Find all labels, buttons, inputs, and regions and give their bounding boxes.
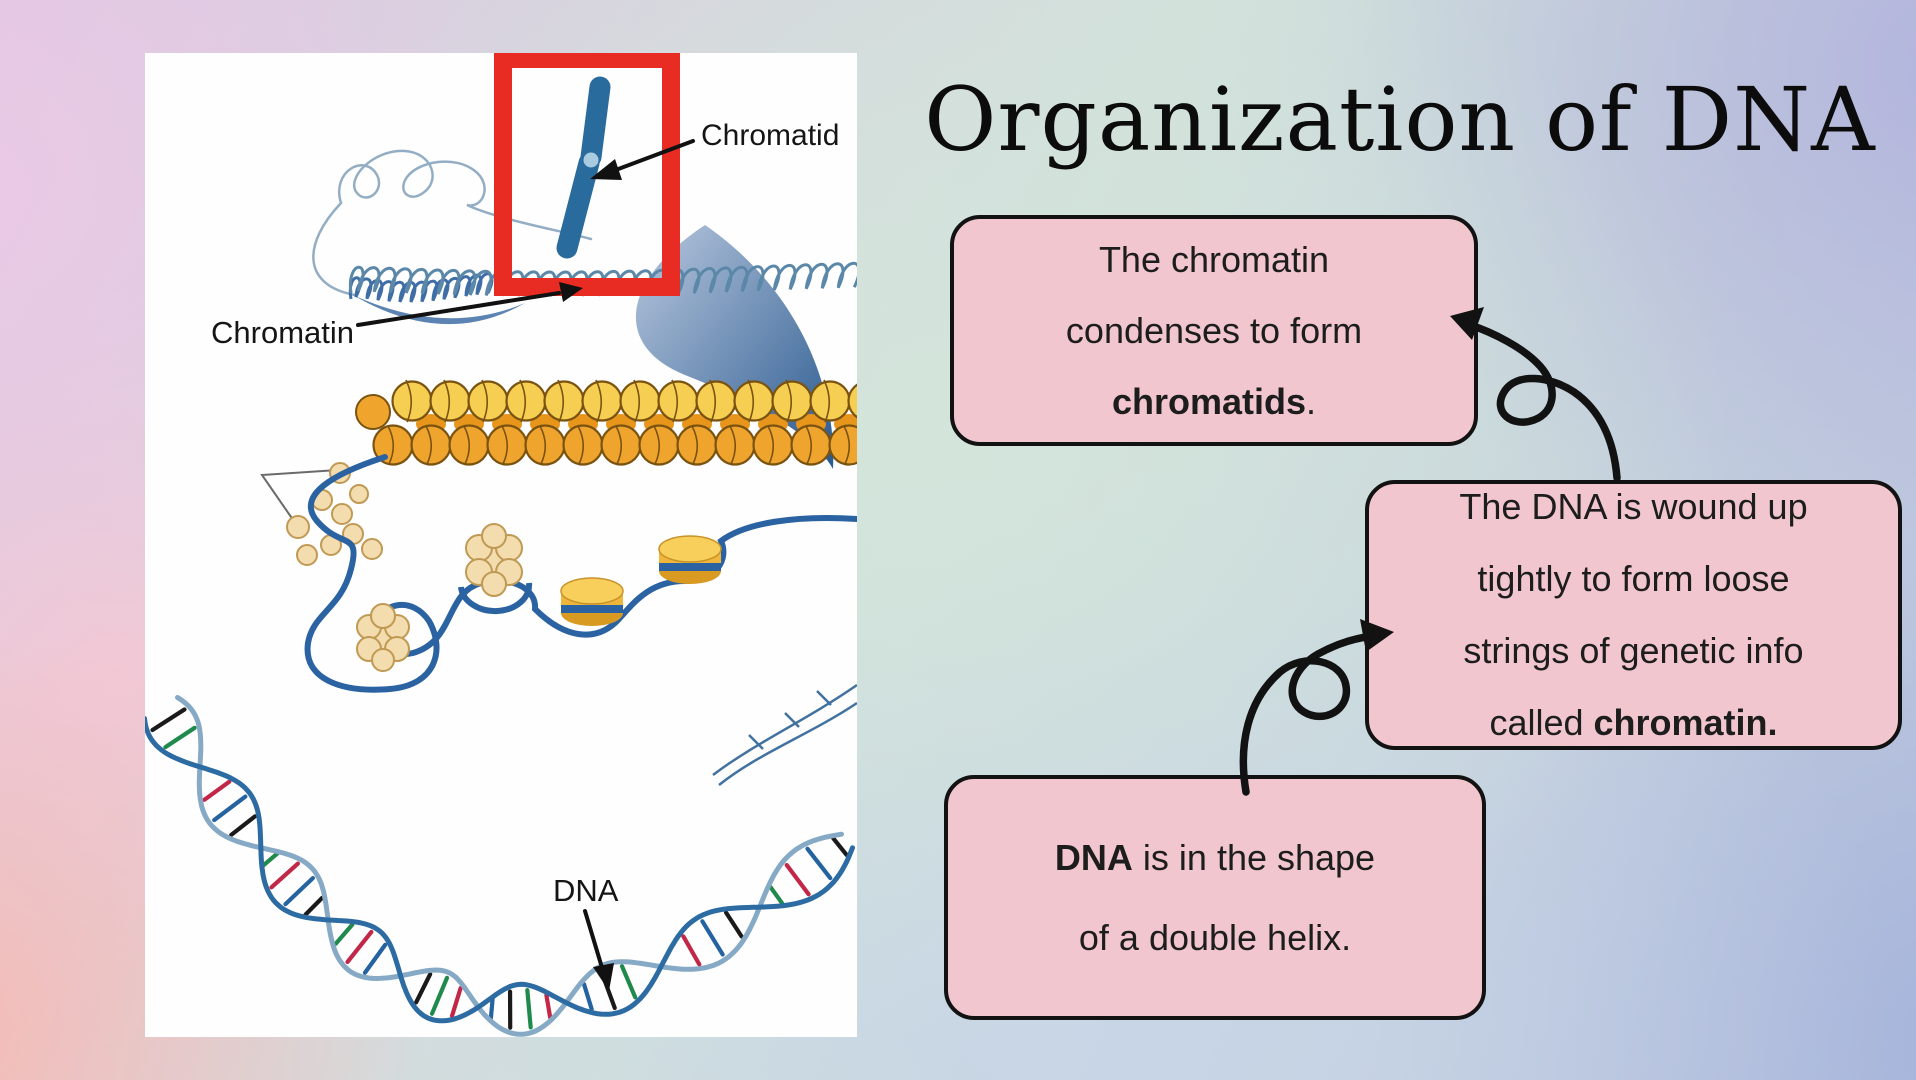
chromatin-arrow xyxy=(356,291,561,327)
chromatin-label: Chromatin xyxy=(211,315,354,350)
illustration-panel: Chromatid Chromatin xyxy=(145,53,857,1037)
nucleosome-fiber xyxy=(355,379,857,466)
nucleosome-disk-2 xyxy=(658,535,722,584)
returning-strand xyxy=(712,683,857,786)
page-title: Organization of DNA xyxy=(924,68,1876,171)
chromatin-shade xyxy=(353,295,525,325)
dna-helix xyxy=(145,695,855,1037)
histone-beads xyxy=(260,462,383,566)
nucleosome-cluster-2 xyxy=(458,523,533,615)
dna-packaging-illustration: Chromatid Chromatin xyxy=(145,53,857,1037)
chromatid-shape xyxy=(556,76,611,259)
nucleosome-cluster-1 xyxy=(356,603,410,672)
chromatid-arrow xyxy=(611,139,695,173)
centromere xyxy=(583,152,599,168)
unwinding-thread xyxy=(312,149,593,297)
dna-arrow xyxy=(583,909,605,973)
nucleosome-disk-1 xyxy=(560,577,624,626)
red-highlight-box xyxy=(494,53,680,296)
dna-label: DNA xyxy=(553,873,619,908)
chromatid-label: Chromatid xyxy=(701,119,839,152)
